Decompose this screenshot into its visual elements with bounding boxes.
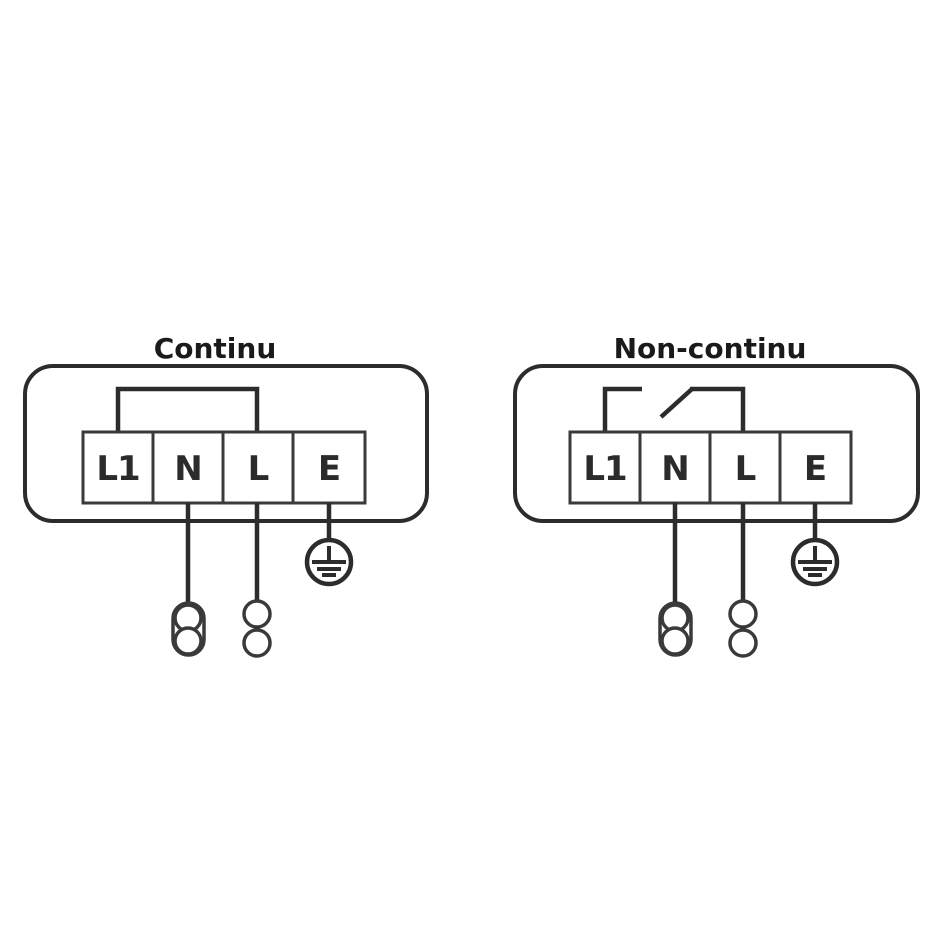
diagram-continu: Continu L1 N L E <box>23 332 429 658</box>
terminal-label-l1: L1 <box>583 449 626 489</box>
switch-open-icon-non-continu[interactable] <box>602 386 746 432</box>
earth-ground-icon-non-continu <box>790 537 840 587</box>
terminal-cell-l1[interactable] <box>81 430 155 505</box>
switch-right-leg <box>690 386 746 432</box>
terminal-label-n: N <box>661 449 688 489</box>
enclosure-housing-non-continu <box>513 364 920 523</box>
conductor-pair-linked-non-continu <box>728 599 758 658</box>
diagram-title-non-continu: Non-continu <box>614 332 807 365</box>
conductor-pair-capsule-non-continu <box>658 601 693 657</box>
terminal-block-non-continu: L1 N L E <box>568 430 853 505</box>
diagram-non-continu: Non-continu L1 N L E <box>513 332 920 658</box>
terminal-cell-e[interactable] <box>778 430 853 505</box>
earth-ground-icon-continu <box>304 537 354 587</box>
terminal-label-e: E <box>804 449 826 489</box>
terminal-label-l: L <box>735 449 756 489</box>
terminal-label-e: E <box>318 449 340 489</box>
terminal-label-l1: L1 <box>96 449 139 489</box>
terminal-label-l: L <box>248 449 269 489</box>
conductor-pair-capsule-continu <box>171 601 206 657</box>
terminal-cell-e[interactable] <box>291 430 367 505</box>
conductor-pair-linked-continu <box>242 599 272 658</box>
switch-left-leg <box>602 386 642 432</box>
terminal-label-n: N <box>174 449 201 489</box>
diagram-title-continu: Continu <box>154 332 277 365</box>
enclosure-housing-continu <box>23 364 429 523</box>
switch-blade <box>659 387 694 419</box>
terminal-block-continu: L1 N L E <box>81 430 367 505</box>
jumper-link-continu <box>115 386 260 432</box>
